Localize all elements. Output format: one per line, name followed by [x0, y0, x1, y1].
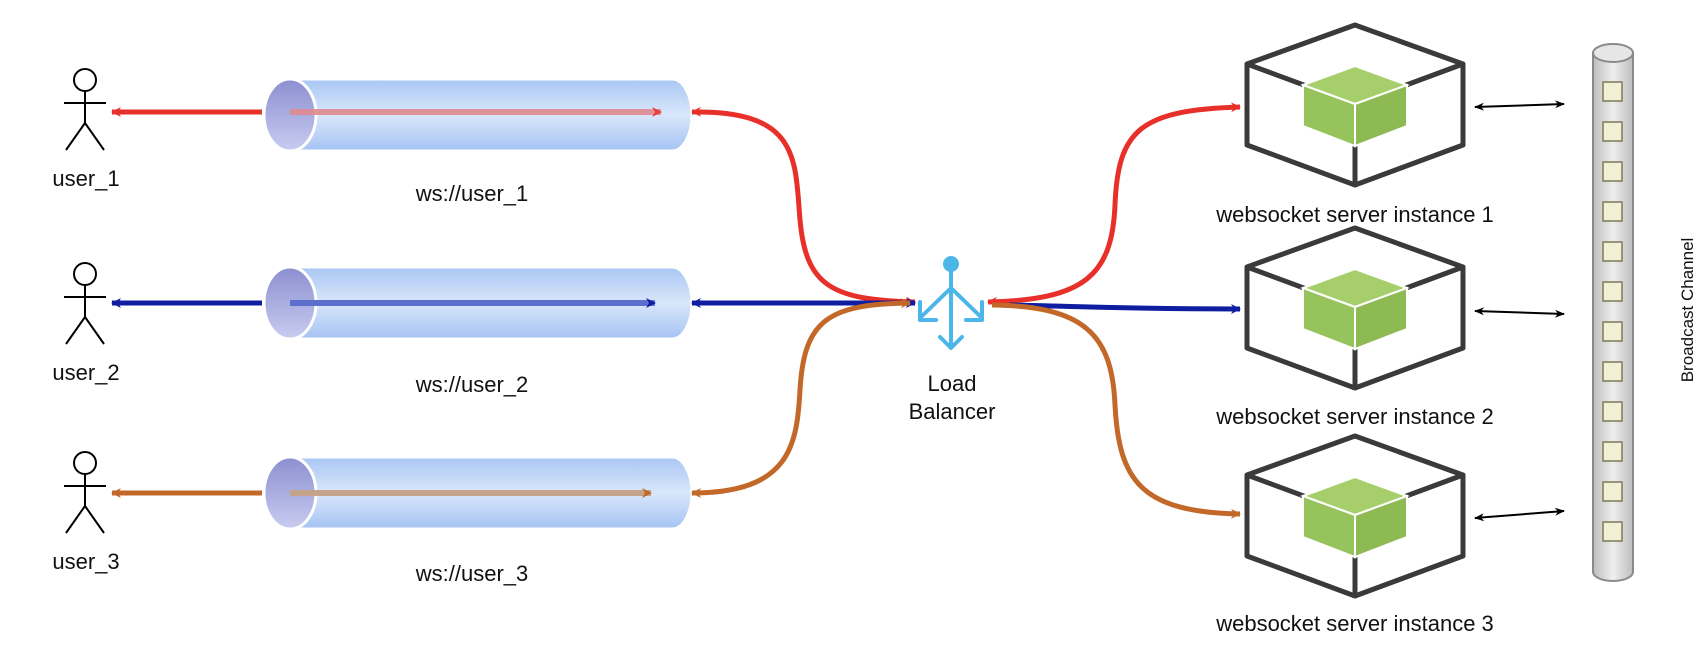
link-lb-server3	[991, 302, 1241, 519]
user-1-actor-icon	[64, 68, 106, 151]
server1-channel-arrow	[1474, 100, 1565, 111]
pipe-3-label: ws://user_3	[415, 561, 529, 586]
channel-slot	[1602, 281, 1623, 302]
channel-slot	[1602, 161, 1623, 182]
load-balancer-label-line1: Load	[927, 371, 977, 396]
server-2-label: websocket server instance 2	[1216, 404, 1494, 429]
channel-slot	[1602, 201, 1623, 222]
channel-slot	[1602, 81, 1623, 102]
server-3-label: websocket server instance 3	[1216, 611, 1494, 636]
load-balancer-label-line2: Balancer	[908, 399, 996, 424]
server3-channel-arrow	[1474, 507, 1565, 522]
channel-slot	[1602, 481, 1623, 502]
link-pipe1-lb	[691, 106, 916, 307]
broadcast-channel-slots	[1602, 81, 1623, 542]
channel-slot	[1602, 521, 1623, 542]
channel-slot	[1602, 121, 1623, 142]
link-pipe3-lb	[691, 298, 911, 498]
server-1-icon	[1244, 22, 1466, 188]
user-2-actor-icon	[64, 262, 106, 345]
channel-slot	[1602, 241, 1623, 262]
user-3-label: user_3	[52, 549, 120, 574]
server-2-icon	[1244, 225, 1466, 391]
pipe-2-label: ws://user_2	[415, 372, 529, 397]
server2-channel-arrow	[1474, 307, 1565, 318]
user-3-actor-icon	[64, 451, 106, 534]
channel-slot	[1602, 441, 1623, 462]
link-lb-server1	[987, 102, 1241, 307]
server-3-icon	[1244, 433, 1466, 599]
channel-slot	[1602, 361, 1623, 382]
broadcast-channel-label: Broadcast Channel	[1678, 237, 1697, 383]
pipe-1-label: ws://user_1	[415, 181, 529, 206]
user-1-label: user_1	[52, 166, 120, 191]
channel-slot	[1602, 401, 1623, 422]
channel-slot	[1602, 321, 1623, 342]
load-balancer-icon	[918, 256, 984, 350]
user-2-label: user_2	[52, 360, 120, 385]
server-1-label: websocket server instance 1	[1216, 202, 1494, 227]
